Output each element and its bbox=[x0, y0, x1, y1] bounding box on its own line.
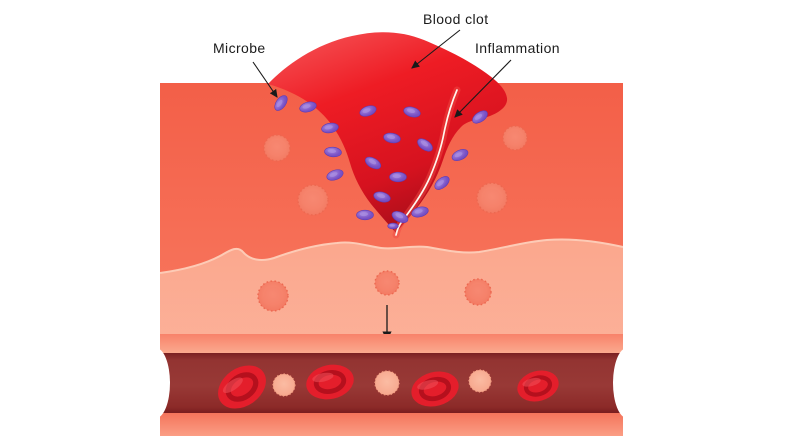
microbe-icon bbox=[417, 138, 433, 152]
vessel-outer-wall-bottom bbox=[160, 413, 623, 436]
microbe-icon bbox=[472, 110, 488, 124]
red-blood-cell-icon bbox=[218, 365, 266, 409]
immune-cell-icon bbox=[502, 125, 528, 151]
right-margin bbox=[623, 0, 785, 436]
microbe-icon bbox=[299, 101, 317, 113]
microbe-icon bbox=[403, 106, 421, 118]
immune-cell-icon bbox=[464, 278, 492, 306]
microbe-icon bbox=[389, 171, 407, 183]
microbe-icon bbox=[383, 132, 401, 144]
white-blood-cell-icon bbox=[272, 373, 296, 397]
red-blood-cell-icon bbox=[411, 371, 459, 407]
microbe-icon bbox=[359, 105, 377, 117]
red-blood-cell-icon bbox=[306, 364, 354, 400]
immune-cell-icon bbox=[297, 184, 329, 216]
blood-clot-arrow bbox=[411, 29, 461, 69]
red-blood-cell-icon bbox=[517, 370, 559, 402]
inflammation-label: Inflammation bbox=[475, 40, 560, 56]
vessel-outer-wall-top bbox=[160, 334, 623, 353]
microbe-icon bbox=[326, 169, 344, 181]
immune-cell-icon bbox=[263, 134, 291, 162]
microbe-icon bbox=[451, 149, 469, 161]
inflammation-line bbox=[395, 89, 458, 236]
blood-clot-shape bbox=[268, 32, 508, 233]
microbe-label: Microbe bbox=[213, 40, 266, 56]
immune-cell-icon bbox=[257, 280, 289, 312]
microbe-icon bbox=[364, 156, 382, 170]
left-margin bbox=[0, 0, 160, 436]
vessel-cells-layer bbox=[218, 364, 559, 409]
inflammation-arrow bbox=[454, 59, 512, 118]
white-blood-cell-icon bbox=[374, 370, 400, 396]
blood-clot-label: Blood clot bbox=[423, 11, 489, 27]
microbe-icon bbox=[321, 122, 339, 134]
dermis-edge-highlight bbox=[159, 238, 624, 274]
microbe-icon bbox=[391, 211, 409, 223]
microbe-icon bbox=[434, 176, 450, 190]
white-blood-cell-icon bbox=[468, 369, 492, 393]
immune-cells-dermis-layer bbox=[257, 270, 492, 312]
immune-cells-upper-layer bbox=[263, 125, 528, 216]
microbe-icon bbox=[324, 146, 342, 158]
microbes-layer bbox=[274, 95, 488, 230]
immune-cell-icon bbox=[476, 182, 508, 214]
microbe-icon bbox=[356, 209, 374, 221]
immune-cell-icon bbox=[374, 270, 400, 296]
microbe-arrow bbox=[252, 61, 278, 98]
microbe-icon bbox=[387, 222, 399, 230]
microbe-icon bbox=[274, 95, 288, 111]
microbe-icon bbox=[373, 191, 391, 203]
microbe-icon bbox=[411, 206, 429, 218]
